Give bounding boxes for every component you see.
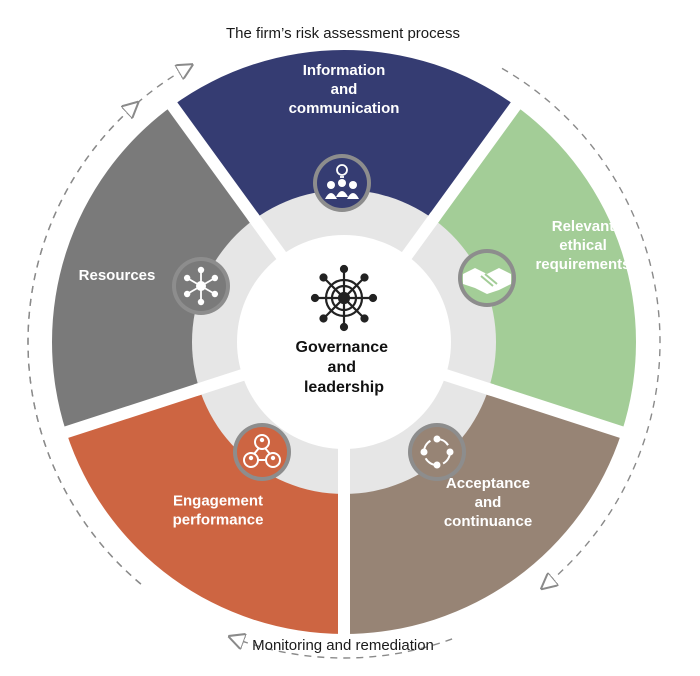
label-line: communication bbox=[289, 100, 400, 117]
label-line: Engagement bbox=[173, 493, 263, 510]
wheel-spoke bbox=[346, 300, 364, 318]
label-ethical: Relevant ethical requirements bbox=[535, 218, 630, 273]
wheel-handle bbox=[339, 264, 349, 274]
ring-gaps bbox=[193, 212, 495, 498]
wheel-spoke bbox=[346, 278, 364, 296]
wheel-handle bbox=[368, 293, 378, 303]
wheel-handle bbox=[319, 273, 328, 282]
segment-acceptance bbox=[344, 388, 622, 634]
icon-badge-fill bbox=[237, 427, 287, 477]
wheel-handle bbox=[360, 314, 369, 323]
cycle-arc-right bbox=[501, 67, 661, 584]
label-line: Resources bbox=[79, 267, 156, 284]
center-line-1: Governance bbox=[296, 339, 389, 356]
ring-separator bbox=[193, 367, 251, 396]
segment-icons bbox=[172, 154, 516, 481]
cycle-arc-left bbox=[27, 107, 142, 585]
wheel-handle bbox=[310, 293, 320, 303]
ship-wheel-icon bbox=[310, 264, 378, 332]
segment-information bbox=[172, 50, 516, 221]
team-idea-icon bbox=[313, 154, 371, 212]
process-cycle-arrows bbox=[27, 67, 661, 659]
label-information: Information and communication bbox=[289, 62, 400, 117]
cycle-arrows-icon bbox=[408, 423, 466, 481]
wheel-handle bbox=[339, 322, 349, 332]
label-engagement: Engagement performance bbox=[173, 493, 264, 529]
segment-ethical bbox=[432, 105, 636, 433]
wheel-handle bbox=[319, 314, 328, 323]
handshake-icon bbox=[458, 249, 516, 307]
label-resources: Resources bbox=[79, 267, 156, 284]
center-line-2: and bbox=[328, 359, 356, 376]
people-network-icon bbox=[233, 423, 291, 481]
label-acceptance: Acceptance and continuance bbox=[444, 475, 532, 530]
center-line-3: leadership bbox=[304, 379, 384, 396]
ring-separator bbox=[437, 367, 495, 396]
label-line: and bbox=[475, 494, 502, 511]
ring-separator bbox=[247, 212, 291, 265]
label-line: requirements bbox=[535, 256, 630, 273]
bottom-caption: Monitoring and remediation bbox=[252, 637, 434, 654]
wheel-handle bbox=[360, 273, 369, 282]
label-line: and bbox=[331, 81, 358, 98]
label-line: Relevant bbox=[552, 218, 615, 235]
label-line: Acceptance bbox=[446, 475, 530, 492]
center-disc bbox=[237, 235, 451, 449]
top-caption: The firm’s risk assessment process bbox=[226, 25, 460, 42]
hub-network-icon bbox=[172, 257, 230, 315]
wheel-spoke bbox=[324, 300, 342, 318]
label-line: performance bbox=[173, 512, 264, 529]
segment-resources bbox=[51, 105, 256, 433]
label-line: Information bbox=[303, 62, 386, 79]
cycle-arc-bottom bbox=[236, 639, 453, 659]
ring-separator bbox=[397, 212, 441, 265]
wheel-spoke bbox=[324, 278, 342, 296]
center-title: Governance and leadership bbox=[296, 339, 393, 396]
icon-badge-fill bbox=[412, 427, 462, 477]
segment-engagement bbox=[66, 388, 344, 634]
label-line: ethical bbox=[559, 237, 607, 254]
label-line: continuance bbox=[444, 513, 532, 530]
